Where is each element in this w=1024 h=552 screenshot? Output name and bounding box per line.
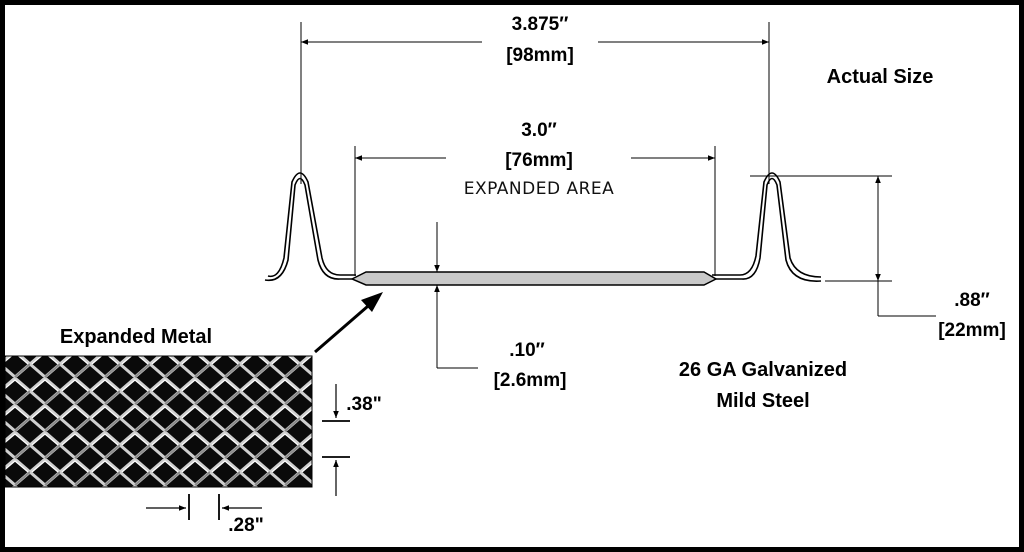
- inset-title: Expanded Metal: [60, 326, 212, 348]
- overall-width-dimension: [300, 22, 770, 184]
- strand-width-dimension: [146, 494, 262, 520]
- strand-height-dimension: [322, 384, 350, 496]
- expanded-width-mm: [76mm]: [505, 150, 573, 171]
- height-dimension: [750, 175, 936, 317]
- expanded-metal-photo: [4, 355, 313, 488]
- thickness-dimension: [434, 222, 478, 369]
- thickness-inches: .10″: [509, 340, 545, 361]
- expanded-width-inches: 3.0″: [521, 120, 557, 141]
- actual-size-label: Actual Size: [827, 66, 934, 88]
- height-inches: .88″: [954, 290, 990, 311]
- overall-width-mm: [98mm]: [506, 45, 574, 66]
- overall-width-inches: 3.875″: [512, 14, 569, 35]
- thickness-mm: [2.6mm]: [494, 370, 567, 391]
- expanded-area-caption: EXPANDED AREA: [464, 179, 615, 199]
- strand-width-label: .28": [228, 515, 263, 536]
- height-mm: [22mm]: [938, 320, 1006, 341]
- material-line1: 26 GA Galvanized: [679, 359, 847, 381]
- expanded-width-dimension: [354, 146, 716, 276]
- material-line2: Mild Steel: [716, 390, 809, 412]
- expanded-area-strip: [350, 271, 718, 286]
- strand-height-label: .38": [346, 394, 381, 415]
- pointer-arrowhead: [361, 292, 383, 312]
- pointer-arrow: [314, 298, 376, 354]
